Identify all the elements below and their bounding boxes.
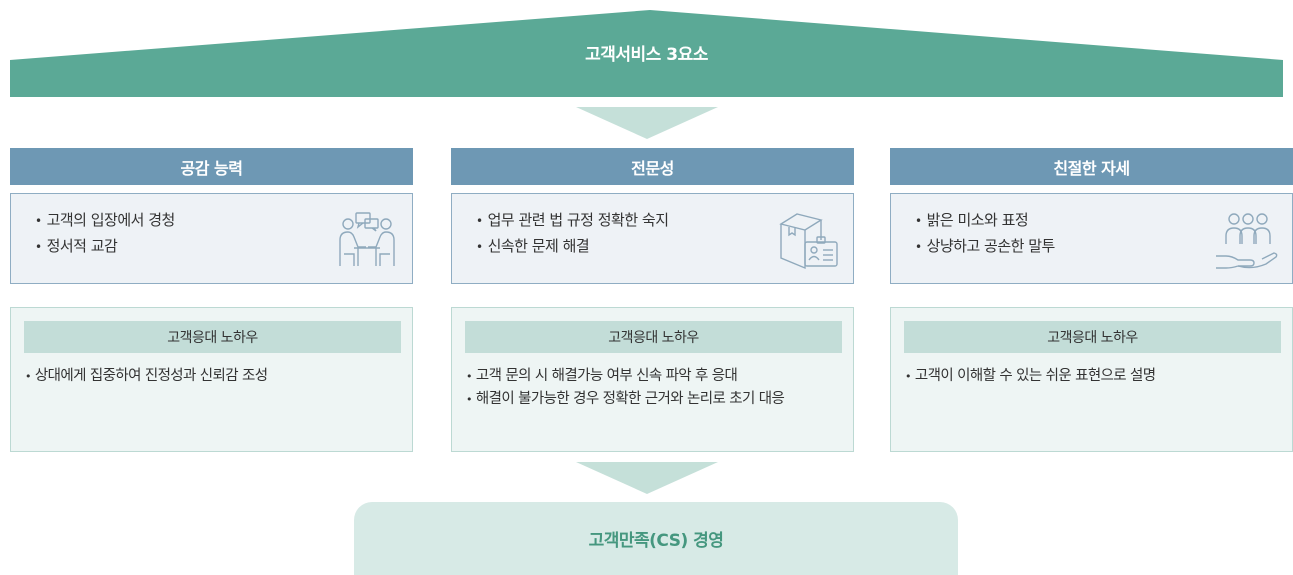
summary-list: 고객의 입장에서 경청 정서적 교감 (35, 208, 176, 260)
column-title: 공감 능력 (10, 148, 413, 185)
conversation-icon (339, 212, 395, 266)
banner-title: 고객서비스 3요소 (585, 45, 708, 65)
knowhow-list: 고객 문의 시 해결가능 여부 신속 파악 후 응대 해결이 불가능한 경우 정… (466, 365, 851, 411)
down-arrow-top (576, 107, 718, 139)
knowhow-box: 고객응대 노하우 고객이 이해할 수 있는 쉬운 표현으로 설명 (890, 307, 1293, 452)
knowhow-list: 고객이 이해할 수 있는 쉬운 표현으로 설명 (905, 365, 1290, 388)
hand-people-icon (1216, 213, 1278, 269)
cs-management-box: 고객만족(CS) 경영 (354, 502, 958, 575)
id-card-box-icon (779, 213, 838, 270)
knowhow-item: 상대에게 집중하여 진정성과 신뢰감 조성 (25, 365, 410, 388)
summary-item: 업무 관련 법 규정 정확한 숙지 (476, 208, 669, 234)
knowhow-item: 해결이 불가능한 경우 정확한 근거와 논리로 초기 대응 (466, 388, 821, 411)
column-summary-box: 고객의 입장에서 경청 정서적 교감 (10, 193, 413, 284)
summary-item: 신속한 문제 해결 (476, 234, 669, 260)
summary-item: 정서적 교감 (35, 234, 175, 260)
summary-item: 밝은 미소와 표정 (915, 208, 1055, 234)
cs-management-title: 고객만족(CS) 경영 (588, 531, 724, 551)
summary-list: 밝은 미소와 표정 상냥하고 공손한 말투 (915, 208, 1056, 260)
knowhow-box: 고객응대 노하우 상대에게 집중하여 진정성과 신뢰감 조성 (10, 307, 413, 452)
column-summary-box: 밝은 미소와 표정 상냥하고 공손한 말투 (890, 193, 1293, 284)
summary-list: 업무 관련 법 규정 정확한 숙지 신속한 문제 해결 (476, 208, 669, 260)
knowhow-title: 고객응대 노하우 (465, 321, 842, 353)
knowhow-title: 고객응대 노하우 (24, 321, 401, 353)
knowhow-item: 고객 문의 시 해결가능 여부 신속 파악 후 응대 (466, 365, 851, 388)
column-summary-box: 업무 관련 법 규정 정확한 숙지 신속한 문제 해결 (451, 193, 854, 284)
knowhow-box: 고객응대 노하우 고객 문의 시 해결가능 여부 신속 파악 후 응대 해결이 … (451, 307, 854, 452)
column-title: 친절한 자세 (890, 148, 1293, 185)
summary-item: 고객의 입장에서 경청 (35, 208, 176, 234)
knowhow-list: 상대에게 집중하여 진정성과 신뢰감 조성 (25, 365, 410, 388)
knowhow-item: 고객이 이해할 수 있는 쉬운 표현으로 설명 (905, 365, 1290, 388)
summary-item: 상냥하고 공손한 말투 (915, 234, 1056, 260)
knowhow-title: 고객응대 노하우 (904, 321, 1281, 353)
roof-banner (10, 10, 1283, 97)
down-arrow-bottom (576, 462, 718, 494)
column-title: 전문성 (451, 148, 854, 185)
